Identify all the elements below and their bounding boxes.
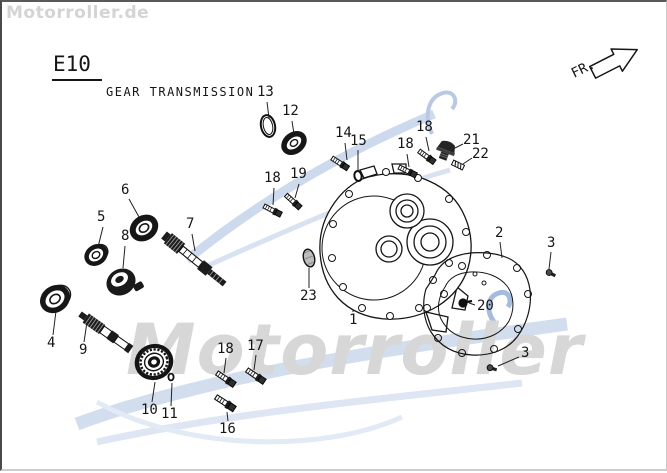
- callout-22: 22: [472, 146, 489, 162]
- part-1-transmission-cover-drawing: [319, 163, 472, 333]
- part-14-bolt-drawing: [330, 155, 351, 172]
- watermark-corner-text: Motorroller.de: [6, 3, 150, 23]
- fr-label: FR.: [569, 57, 598, 82]
- watermark-text-large: Motorroller: [126, 309, 587, 391]
- callout-23: 23: [300, 288, 317, 304]
- part-22-spring-drawing: [450, 159, 466, 171]
- callout-8: 8: [121, 228, 130, 244]
- callout-12: 12: [282, 103, 299, 119]
- diagram-code: E10: [53, 52, 91, 76]
- diagram-title: GEAR TRANSMISSION: [106, 85, 255, 99]
- callout-3-bottom: 3: [521, 345, 530, 361]
- callout-10: 10: [141, 402, 158, 418]
- callout-21: 21: [463, 132, 480, 148]
- part-17-bolt-drawing: [244, 367, 267, 385]
- part-20-plug-drawing: [458, 298, 473, 308]
- callout-5: 5: [97, 209, 106, 225]
- callout-19: 19: [290, 166, 307, 182]
- part-21-cap-plug-drawing: [436, 140, 455, 161]
- part-18-bolt-right2-drawing: [397, 164, 419, 179]
- part-10-gear-drawing: [134, 343, 174, 381]
- part-7-shaft-drawing: [161, 231, 227, 287]
- diagram-code-underline: [52, 79, 102, 81]
- callout-6: 6: [121, 182, 130, 198]
- callout-7: 7: [186, 216, 195, 232]
- part-15-oring-drawing: [353, 170, 363, 182]
- part-3-screw-top-drawing: [545, 269, 557, 278]
- callout-17: 17: [247, 338, 264, 354]
- part-8-gear-drawing: [106, 268, 144, 296]
- callout-18-topright: 18: [416, 119, 433, 135]
- callout-13: 13: [257, 84, 274, 100]
- part-6-bearing-drawing: [129, 214, 159, 242]
- part-3-screw-bottom-drawing: [486, 364, 498, 372]
- part-16-bolt-drawing: [213, 394, 237, 413]
- part-2-gasket-drawing: [423, 251, 532, 357]
- part-19-bolt-drawing: [283, 192, 303, 211]
- callout-9: 9: [79, 342, 88, 358]
- part-18-bolt-left-drawing: [262, 203, 283, 218]
- callout-11: 11: [161, 406, 178, 422]
- callout-3-top: 3: [547, 235, 556, 251]
- callout-18-left: 18: [264, 170, 281, 186]
- part-12-seal-drawing: [281, 130, 307, 156]
- callout-18-right2: 18: [397, 136, 414, 152]
- part-11-washer-drawing: [167, 372, 175, 382]
- part-18-bolt-topright-drawing: [417, 148, 437, 166]
- part-4-bearing-drawing: [40, 284, 72, 314]
- part-9-shaft-drawing: [78, 311, 134, 354]
- callout-16: 16: [219, 421, 236, 437]
- part-23-oring-drawing: [302, 248, 316, 268]
- callout-4: 4: [47, 335, 56, 351]
- part-13-oring-drawing: [259, 114, 277, 138]
- callout-18-bottom: 18: [217, 341, 234, 357]
- fr-direction-arrow: [588, 48, 638, 79]
- callout-2: 2: [495, 225, 504, 241]
- callout-1: 1: [349, 312, 358, 328]
- callout-15: 15: [350, 133, 367, 149]
- part-18-bolt-bottom-drawing: [214, 370, 237, 388]
- part-5-bearing-drawing: [84, 243, 109, 266]
- callout-20: 20: [477, 298, 494, 314]
- callout-14: 14: [335, 125, 352, 141]
